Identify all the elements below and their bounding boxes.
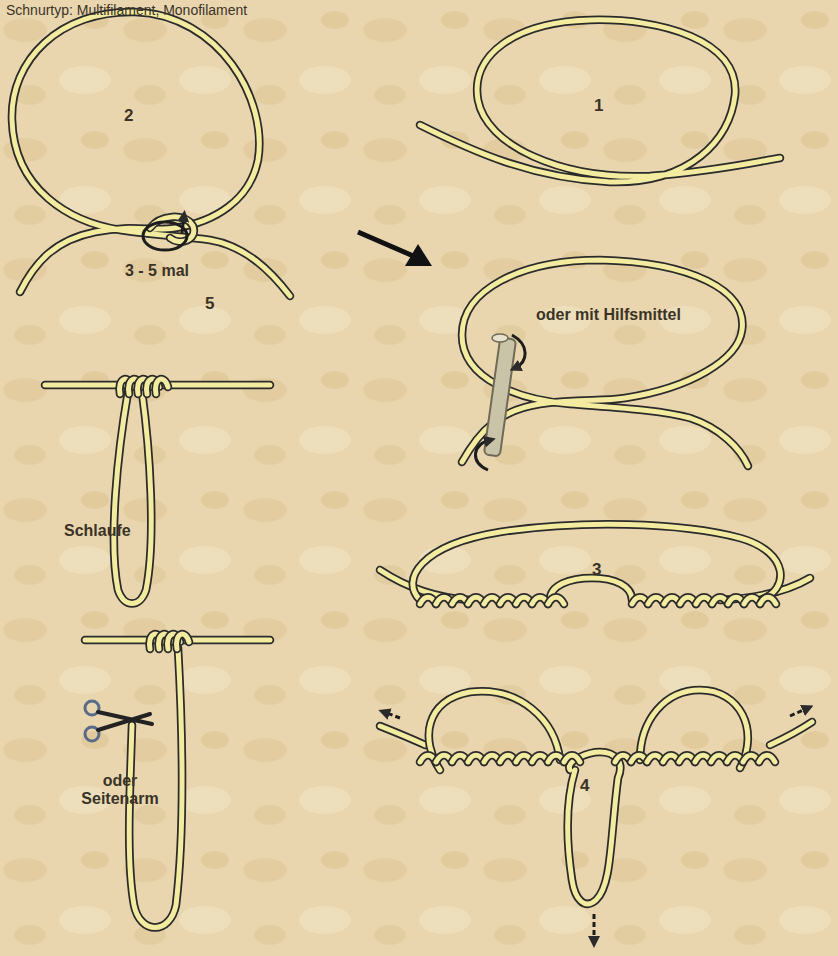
step-number: 2	[124, 106, 133, 126]
cord	[568, 752, 620, 904]
cord	[413, 524, 781, 600]
step-label: oder Seitenarm	[70, 772, 170, 809]
pull-arrow	[790, 708, 808, 716]
rotate-arrow	[512, 335, 525, 368]
cord	[420, 20, 780, 182]
twist-arrow	[143, 222, 187, 250]
cord	[568, 752, 620, 904]
cord	[429, 691, 560, 770]
pull-arrow	[593, 914, 596, 942]
cord	[12, 12, 290, 296]
step-number: 5	[205, 294, 214, 314]
knot-wraps	[149, 634, 189, 649]
scissors	[85, 701, 152, 741]
cord	[114, 392, 151, 604]
tool-stick	[492, 334, 508, 342]
step-label: Schlaufe	[64, 522, 131, 540]
tool-stick	[484, 337, 516, 456]
rotate-arrow	[475, 440, 490, 470]
step-arrow	[405, 244, 432, 266]
knot-wraps	[119, 379, 168, 394]
step-number: 3	[592, 560, 601, 580]
pull-arrow	[384, 712, 400, 718]
twist-arrow	[182, 216, 184, 233]
cord	[413, 524, 781, 600]
step-number: 1	[594, 96, 603, 116]
cord	[640, 690, 748, 768]
cord	[420, 20, 780, 182]
cord	[462, 260, 748, 466]
cord	[640, 690, 748, 768]
cord	[462, 260, 748, 466]
step-arrow	[358, 232, 418, 258]
step-label: oder mit Hilfsmittel	[536, 306, 681, 324]
cord	[12, 12, 290, 296]
step-number: 4	[580, 776, 589, 796]
note-text: Schnurtyp: Multifilament, Monofilament	[6, 2, 247, 18]
step-label: 3 - 5 mal	[125, 262, 189, 280]
twisted-cord	[420, 755, 775, 762]
cord	[114, 392, 151, 604]
cord	[429, 691, 560, 770]
twisted-cord	[420, 597, 776, 604]
